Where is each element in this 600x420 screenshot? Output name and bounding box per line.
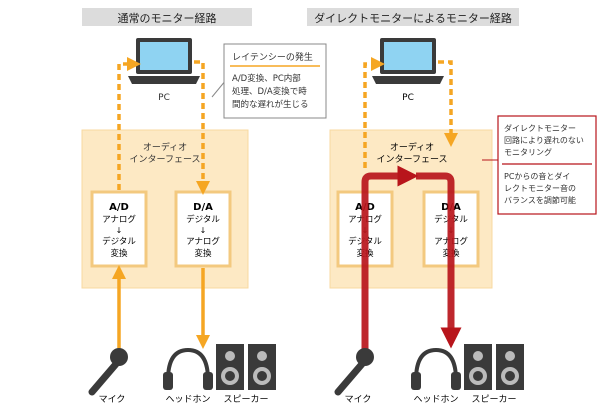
svg-text:↓: ↓ (200, 226, 207, 235)
direct-monitor-callout: ダイレクトモニター 回路により遅れのない モニタリング PCからの音とダイ レク… (482, 115, 597, 215)
da-converter-box: D/A デジタル ↓ アナログ 変換 (174, 190, 232, 268)
digital-path-left (117, 57, 141, 190)
svg-text:回路により遅れのない: 回路により遅れのない (504, 135, 584, 145)
svg-text:レイテンシーの発生: レイテンシーの発生 (232, 51, 313, 63)
svg-text:PCからの音とダイ: PCからの音とダイ (504, 171, 570, 181)
panel-title: ダイレクトモニターによるモニター経路 (314, 11, 512, 25)
svg-text:アナログ: アナログ (102, 214, 136, 225)
microphone-icon (88, 348, 128, 396)
speaker-label: スピーカー (223, 394, 268, 405)
microphone-icon (334, 348, 374, 396)
digital-path-right (438, 60, 458, 147)
headphone-label: ヘッドホン (413, 394, 458, 405)
laptop-icon (372, 38, 444, 84)
svg-text:ダイレクトモニター: ダイレクトモニター (504, 123, 576, 133)
svg-text:D/A: D/A (193, 202, 213, 213)
svg-text:変換: 変換 (110, 248, 128, 259)
svg-text:↓: ↓ (116, 226, 123, 235)
mic-label: マイク (345, 394, 372, 405)
svg-text:間的な遅れが生じる: 間的な遅れが生じる (232, 99, 309, 110)
panel-title: 通常のモニター経路 (118, 12, 217, 25)
headphone-label: ヘッドホン (165, 394, 210, 405)
panel-normal-route: 通常のモニター経路 PC オーディオ インターフェース A/D アナログ ↓ デ… (81, 8, 327, 405)
latency-callout: レイテンシーの発生 A/D変換、PC内部 処理、D/A変換で時 間的な遅れが生じ… (211, 43, 327, 119)
digital-path-left (363, 57, 385, 168)
svg-text:バランスを調節可能: バランスを調節可能 (504, 195, 576, 205)
interface-label-line2: インターフェース (376, 154, 447, 165)
interface-label-line1: オーディオ (143, 141, 187, 153)
svg-text:モニタリング: モニタリング (504, 147, 552, 157)
speaker-icon (464, 344, 524, 390)
svg-text:処理、D/A変換で時: 処理、D/A変換で時 (232, 86, 307, 97)
speaker-label: スピーカー (471, 394, 516, 405)
digital-path-right (194, 60, 210, 195)
svg-text:アナログ: アナログ (186, 236, 220, 247)
svg-text:A/D変換、PC内部: A/D変換、PC内部 (232, 73, 301, 84)
pc-label: PC (402, 93, 414, 103)
svg-text:変換: 変換 (194, 248, 212, 259)
panel-direct-monitor-route: ダイレクトモニターによるモニター経路 PC オーディオ インターフェース A/D… (307, 8, 597, 405)
svg-text:レクトモニター音の: レクトモニター音の (504, 183, 576, 193)
panel-title-bg (307, 8, 519, 26)
laptop-icon (128, 38, 200, 84)
speaker-icon (216, 344, 276, 390)
interface-label-line1: オーディオ (390, 141, 434, 153)
direct-monitor-path (361, 165, 419, 350)
pc-label: PC (158, 93, 170, 103)
svg-text:デジタル: デジタル (186, 214, 220, 225)
panel-title-bg (82, 8, 252, 26)
mic-label: マイク (99, 394, 126, 405)
direct-monitor-path-out (416, 172, 462, 349)
svg-text:A/D: A/D (109, 202, 129, 213)
headphone-icon (163, 347, 213, 390)
svg-text:デジタル: デジタル (102, 236, 136, 247)
ad-converter-box: A/D アナログ ↓ デジタル 変換 (90, 190, 148, 268)
interface-label-line2: インターフェース (129, 154, 200, 165)
headphone-icon (411, 347, 461, 390)
